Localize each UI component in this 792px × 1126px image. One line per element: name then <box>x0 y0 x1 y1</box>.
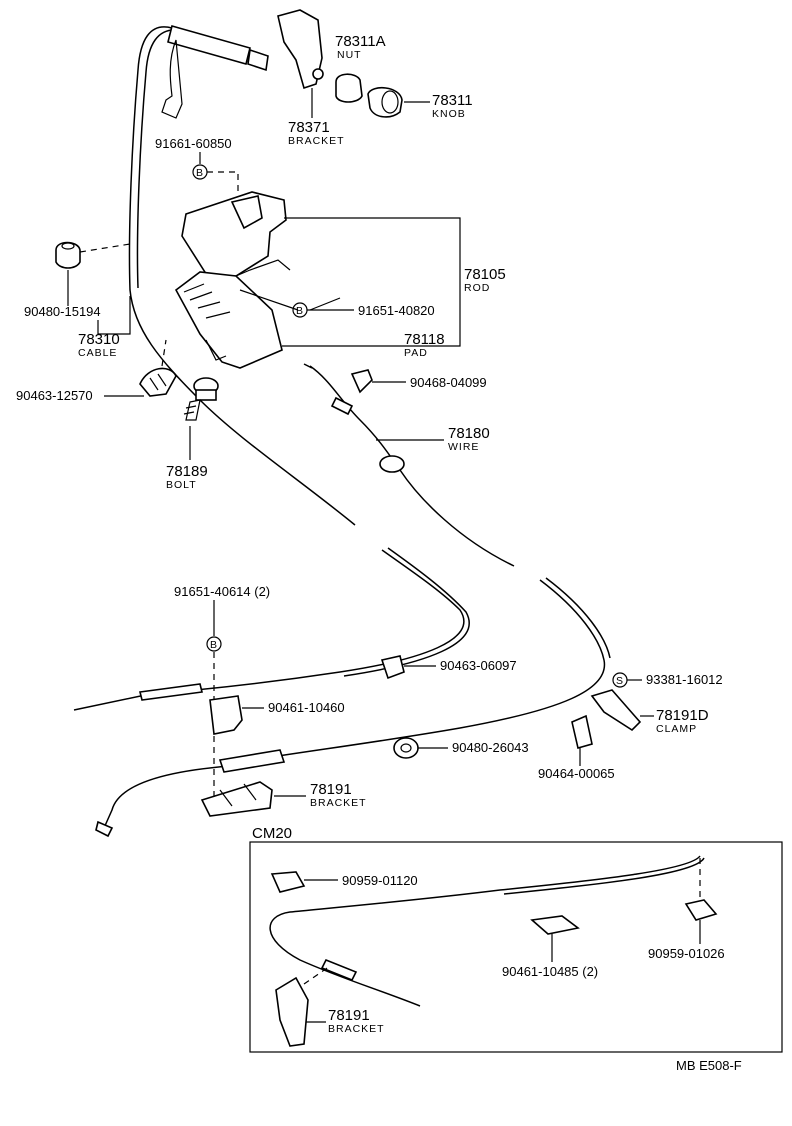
part-91651b-number: 91651-40614 (2) <box>174 584 270 599</box>
part-78310-number: 78310 <box>78 331 120 348</box>
part-78311-name: KNOB <box>432 108 466 120</box>
clip-90463-12570 <box>139 367 177 397</box>
part-78310-name: CABLE <box>78 347 117 359</box>
part-78105-number: 78105 <box>464 266 506 283</box>
part-78191D-number: 78191D <box>656 707 709 724</box>
clip-90468-04099 <box>350 369 373 394</box>
part-78105-name: ROD <box>464 282 490 294</box>
part-90463a-number: 90463-12570 <box>16 388 93 403</box>
part-91651a-number: 91651-40820 <box>358 303 435 318</box>
part-90461a-number: 90461-10460 <box>268 700 345 715</box>
marker-b-3 <box>206 636 222 652</box>
part-78191D-name: CLAMP <box>656 723 697 735</box>
part-78189-name: BOLT <box>166 479 197 491</box>
parking-pedal-assembly <box>174 191 291 369</box>
part-90464-number: 90464-00065 <box>538 766 615 781</box>
part-90959a-number: 90959-01120 <box>342 873 418 888</box>
bolt-78189 <box>183 377 219 421</box>
part-90461b-number: 90461-10485 (2) <box>502 964 598 979</box>
part-78191b-number: 78191 <box>328 1007 370 1024</box>
marker-b-3-label: B <box>210 639 218 651</box>
cable-head-assembly <box>128 9 403 526</box>
marker-b-2-label: B <box>296 305 304 317</box>
part-78311A-number: 78311A <box>335 33 386 50</box>
part-78180-name: WIRE <box>448 441 479 453</box>
part-78371-name: BRACKET <box>288 135 345 147</box>
clip-90463-06097 <box>380 655 405 680</box>
grommet-90480-26043 <box>393 737 419 759</box>
part-90468-number: 90468-04099 <box>410 375 487 390</box>
clamp-78191D <box>590 689 642 732</box>
wire-78180 <box>303 363 515 567</box>
cm20-inset: CM20 90959-01120 90461-10485 (2) 90959-0… <box>249 825 783 1053</box>
bracket-78191 <box>200 781 273 817</box>
part-78311-number: 78311 <box>432 92 473 109</box>
part-78189-number: 78189 <box>166 463 208 480</box>
part-93381-number: 93381-16012 <box>646 672 723 687</box>
part-91661-number: 91661-60850 <box>155 136 232 151</box>
marker-s-label: S <box>616 675 624 687</box>
grommet-90480-15194 <box>55 241 81 269</box>
part-78180-number: 78180 <box>448 425 490 442</box>
inset-frame <box>249 841 783 1053</box>
part-90480a-number: 90480-15194 <box>24 304 101 319</box>
part-78118-name: PAD <box>404 347 428 359</box>
marker-b-1-label: B <box>196 167 204 179</box>
footer-code: MB E508-F <box>676 1058 742 1073</box>
part-78118-number: 78118 <box>404 331 445 348</box>
part-78191-number: 78191 <box>310 781 352 798</box>
part-78191-name: BRACKET <box>310 797 367 809</box>
part-90959b-number: 90959-01026 <box>648 946 725 961</box>
part-78311A-name: NUT <box>337 49 362 61</box>
part-90480b-number: 90480-26043 <box>452 740 529 755</box>
clamp-90461-10460 <box>209 695 243 735</box>
inset-title: CM20 <box>252 825 292 842</box>
part-78191b-name: BRACKET <box>328 1023 385 1035</box>
clip-90464-00065 <box>571 714 593 750</box>
part-78371-number: 78371 <box>288 119 330 136</box>
part-90463b-number: 90463-06097 <box>440 658 517 673</box>
